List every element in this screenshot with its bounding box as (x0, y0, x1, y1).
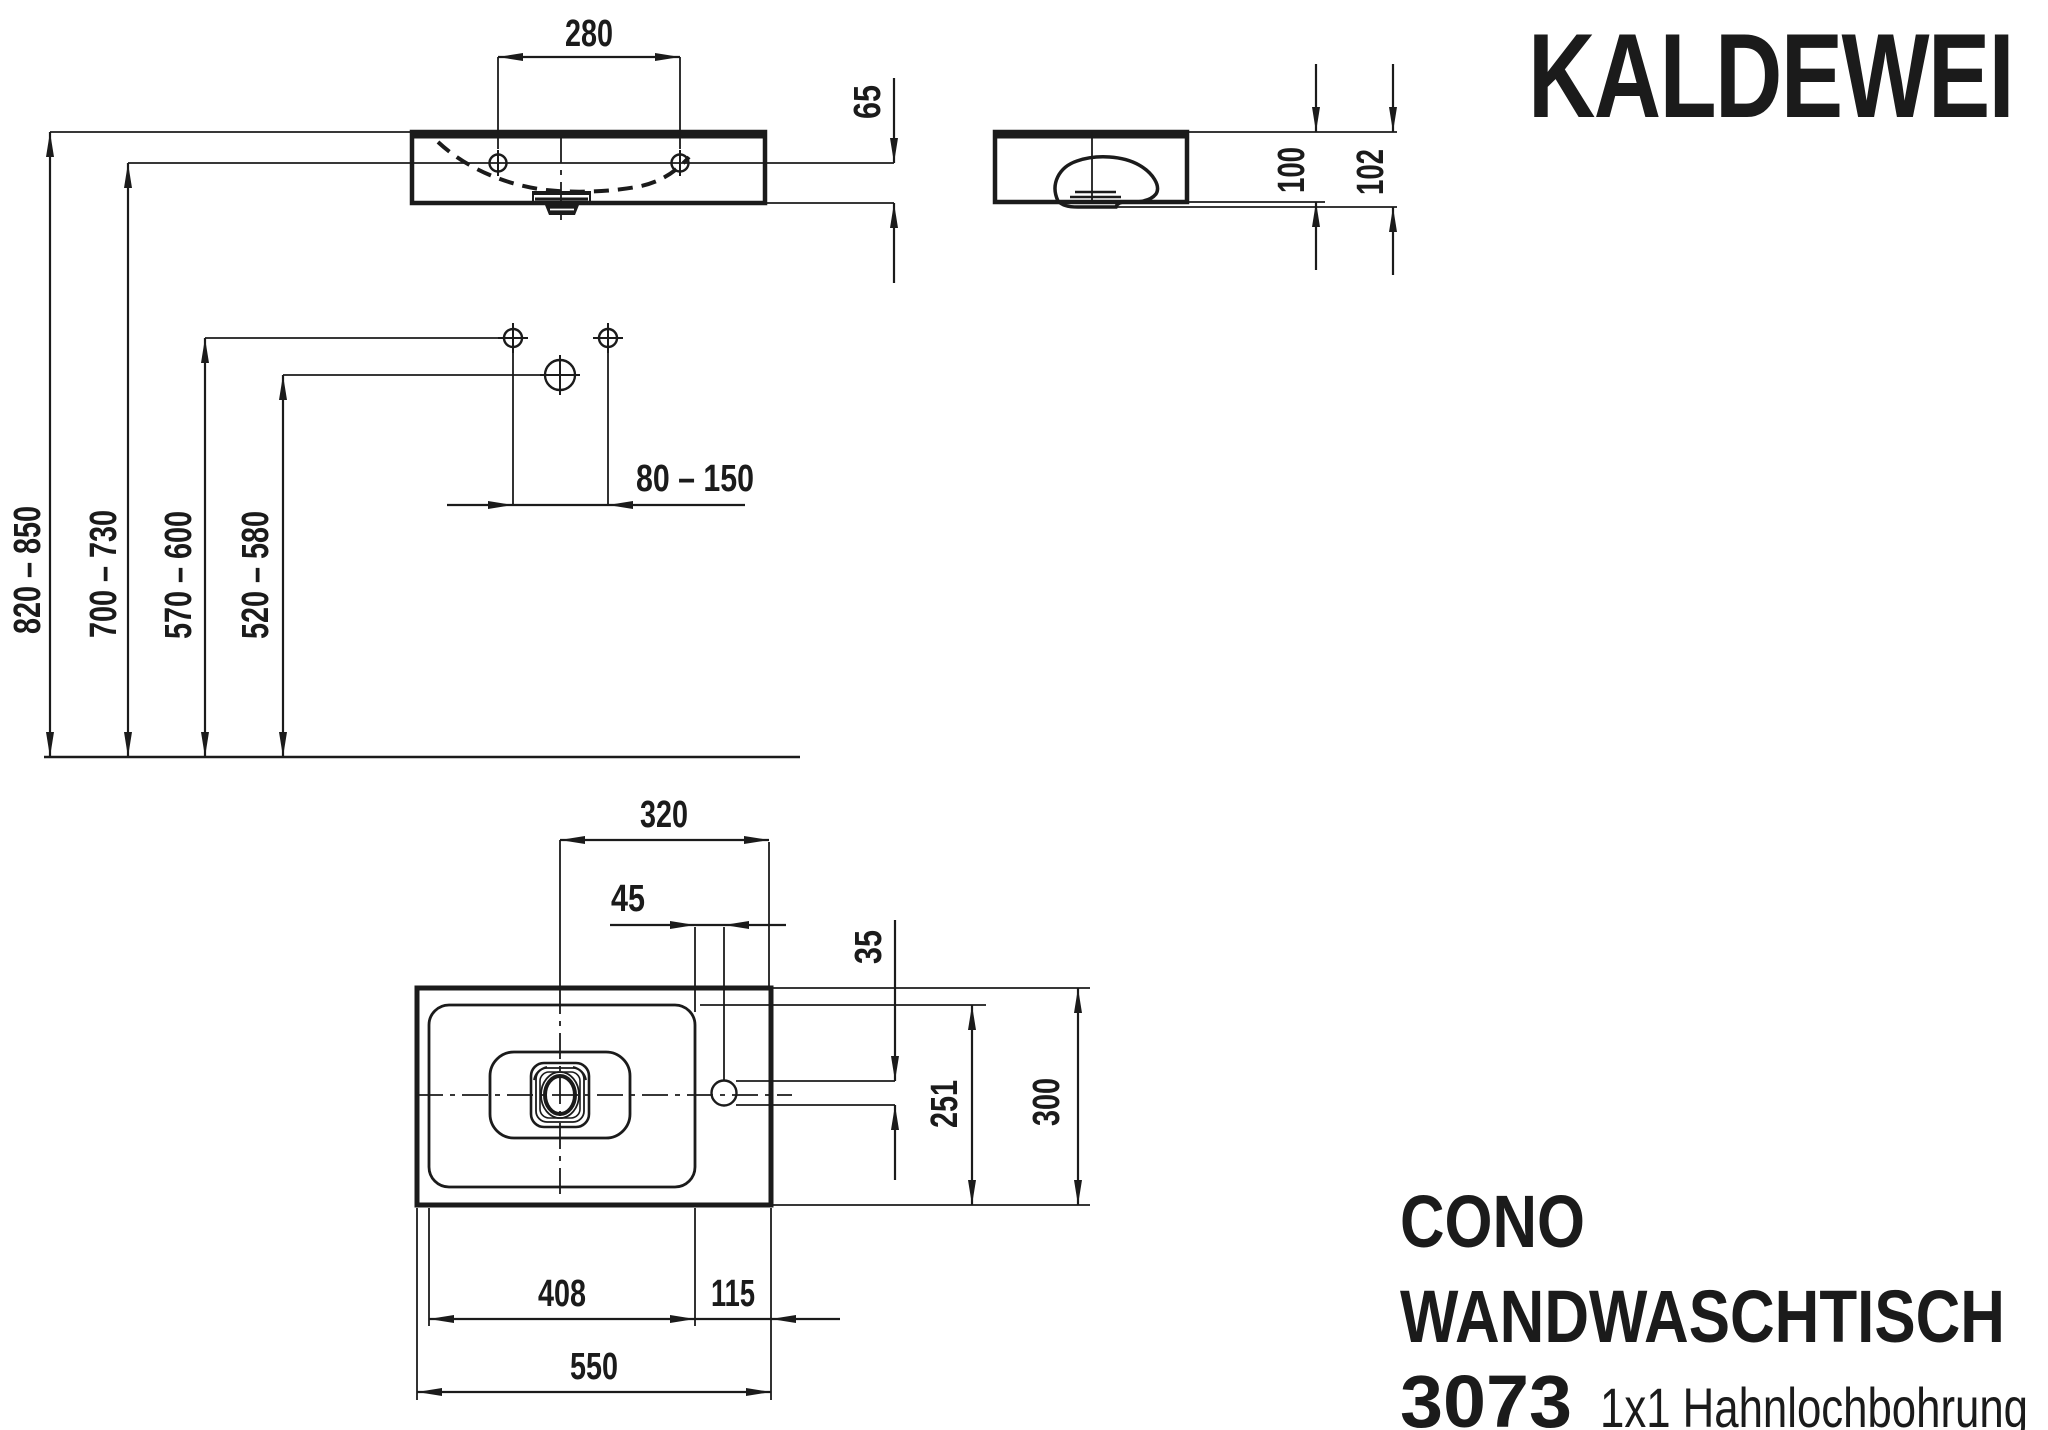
dim-label-80-150: 80 – 150 (636, 458, 754, 500)
mounting-hole-left (488, 150, 508, 176)
dim-drain-wall-distance: 80 – 150 (447, 353, 754, 509)
brand-logo: KALDEWEI (1528, 9, 2013, 143)
mounting-hole-right (670, 150, 690, 176)
dim-bowl-width: 408 (429, 1273, 695, 1323)
product-type: WANDWASCHTISCH (1400, 1275, 2005, 1358)
dim-label-320: 320 (640, 794, 688, 836)
dim-label-550: 550 (570, 1346, 618, 1388)
dim-shelf-width: 115 (695, 1273, 840, 1323)
product-drilling: 1x1 Hahnlochbohrung (1600, 1376, 2028, 1430)
supply-connection-right (593, 323, 623, 353)
bowl-outline (427, 1003, 697, 1189)
dim-hole-spacing: 280 (497, 13, 681, 149)
plan-view: 320 45 35 251 300 (414, 794, 1090, 1400)
dim-label-280: 280 (565, 13, 613, 55)
dim-label-35: 35 (848, 930, 890, 964)
dim-label-115: 115 (711, 1273, 755, 1315)
drain-fitting-front (532, 191, 591, 215)
dim-label-65: 65 (847, 85, 889, 119)
product-title: CONO WANDWASCHTISCH 3073 1x1 Hahnlochboh… (1400, 1180, 2028, 1430)
dim-taphole-diameter: 35 (848, 920, 899, 1180)
dim-total-height: 102 (1350, 64, 1397, 275)
dim-label-408: 408 (538, 1273, 586, 1315)
product-model: 3073 (1400, 1360, 1572, 1430)
dim-holes-height: 700 – 730 (83, 163, 132, 757)
dim-label-251: 251 (924, 1080, 966, 1128)
dim-label-300: 300 (1026, 1078, 1068, 1126)
dim-label-520-580: 520 – 580 (235, 511, 277, 639)
front-view: 280 65 (50, 13, 898, 283)
tap-hole (710, 1079, 738, 1107)
side-view: 100 102 (992, 64, 1397, 275)
dim-label-820-850: 820 – 850 (7, 506, 49, 634)
dim-label-45: 45 (611, 878, 645, 920)
supply-connection-left (498, 323, 528, 353)
dim-rim-height: 820 – 850 (7, 132, 55, 757)
dim-drain-height: 520 – 580 (235, 375, 287, 757)
dim-label-100: 100 (1271, 147, 1313, 193)
dim-total-width: 550 (417, 1346, 771, 1396)
drain-connection (540, 355, 580, 395)
dim-label-102: 102 (1350, 149, 1392, 195)
dim-drain-to-edge: 320 (559, 794, 770, 988)
dim-label-700-730: 700 – 730 (83, 510, 125, 638)
dim-total-depth: 300 (1026, 988, 1082, 1205)
plan-outline (414, 985, 774, 1208)
dim-supply-height: 570 – 600 (158, 338, 209, 757)
dim-holes-above-bottom: 65 (765, 78, 898, 283)
dim-body-height: 100 (1271, 64, 1320, 270)
product-name: CONO (1400, 1180, 1585, 1263)
dim-bowl-to-taphole: 45 (610, 878, 786, 1080)
dim-taphole-depth: 251 (924, 1005, 976, 1205)
installation-dimensions: 80 – 150 820 – 850 700 – 730 570 – 600 5… (7, 132, 800, 759)
bowl-profile (1053, 155, 1160, 209)
dim-label-570-600: 570 – 600 (158, 511, 200, 639)
